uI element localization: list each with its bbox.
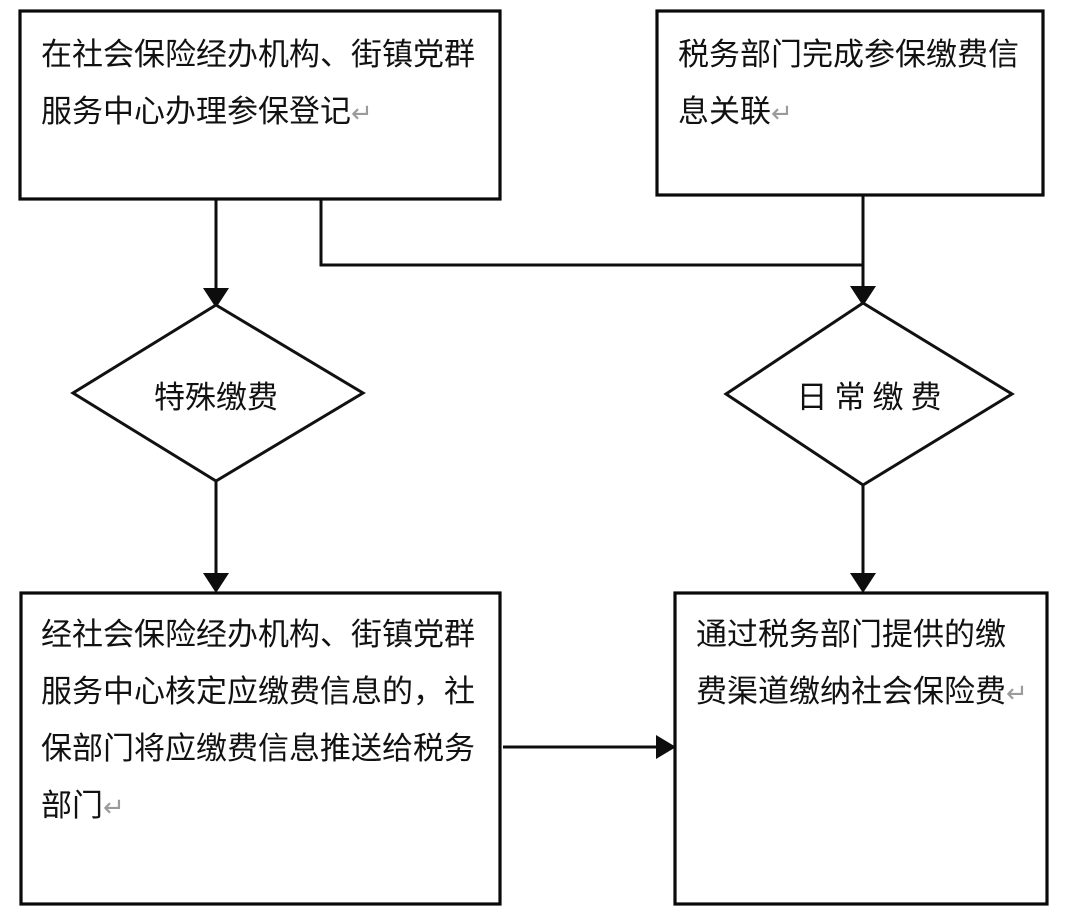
diamond-left-text: 特殊缴费 (154, 380, 278, 416)
diamond-right-text: 日常缴费 (796, 380, 949, 416)
node-botleft-shape (19, 591, 502, 906)
diamond-right-shape (723, 301, 1015, 487)
node-botleft-label: 经社会保险经办机构、街镇党群服务中心核定应缴费信息的，社保部门将应缴费信息推送给… (41, 607, 485, 837)
pilcrow-icon: ↵ (771, 99, 793, 129)
pilcrow-icon: ↵ (351, 99, 373, 129)
node-topright-shape (655, 9, 1045, 197)
edge-topright-to-diamond-right (850, 195, 876, 306)
pilcrow-icon: ↵ (1006, 679, 1028, 709)
node-botright-shape (673, 591, 1049, 906)
edge-topleft-to-diamond-left (203, 199, 229, 308)
node-topleft-label: 在社会保险经办机构、街镇党群服务中心办理参保登记↵ (41, 27, 485, 143)
node-topright-text: 税务部门完成参保缴费信息关联 (678, 37, 1019, 130)
node-topright-label: 税务部门完成参保缴费信息关联↵ (678, 27, 1030, 143)
diamond-left-label: 特殊缴费 (96, 380, 336, 416)
pilcrow-icon: ↵ (103, 793, 125, 823)
node-botright-text: 通过税务部门提供的缴费渠道缴纳社会保险费 (696, 617, 1006, 710)
node-topleft-text: 在社会保险经办机构、街镇党群服务中心办理参保登记 (41, 37, 475, 130)
node-topleft-shape (18, 9, 502, 201)
edge-botleft-to-botright (503, 735, 676, 759)
edge-diamond-left-to-botleft (203, 481, 229, 593)
edge-diamond-right-to-botright (850, 485, 876, 593)
diamond-right-label: 日常缴费 (746, 380, 992, 416)
node-botleft-text: 经社会保险经办机构、街镇党群服务中心核定应缴费信息的，社保部门将应缴费信息推送给… (41, 617, 475, 824)
node-botright-label: 通过税务部门提供的缴费渠道缴纳社会保险费↵ (696, 607, 1036, 723)
edge-topleft-to-diamond-right (319, 199, 864, 267)
diamond-left-shape (70, 303, 366, 483)
